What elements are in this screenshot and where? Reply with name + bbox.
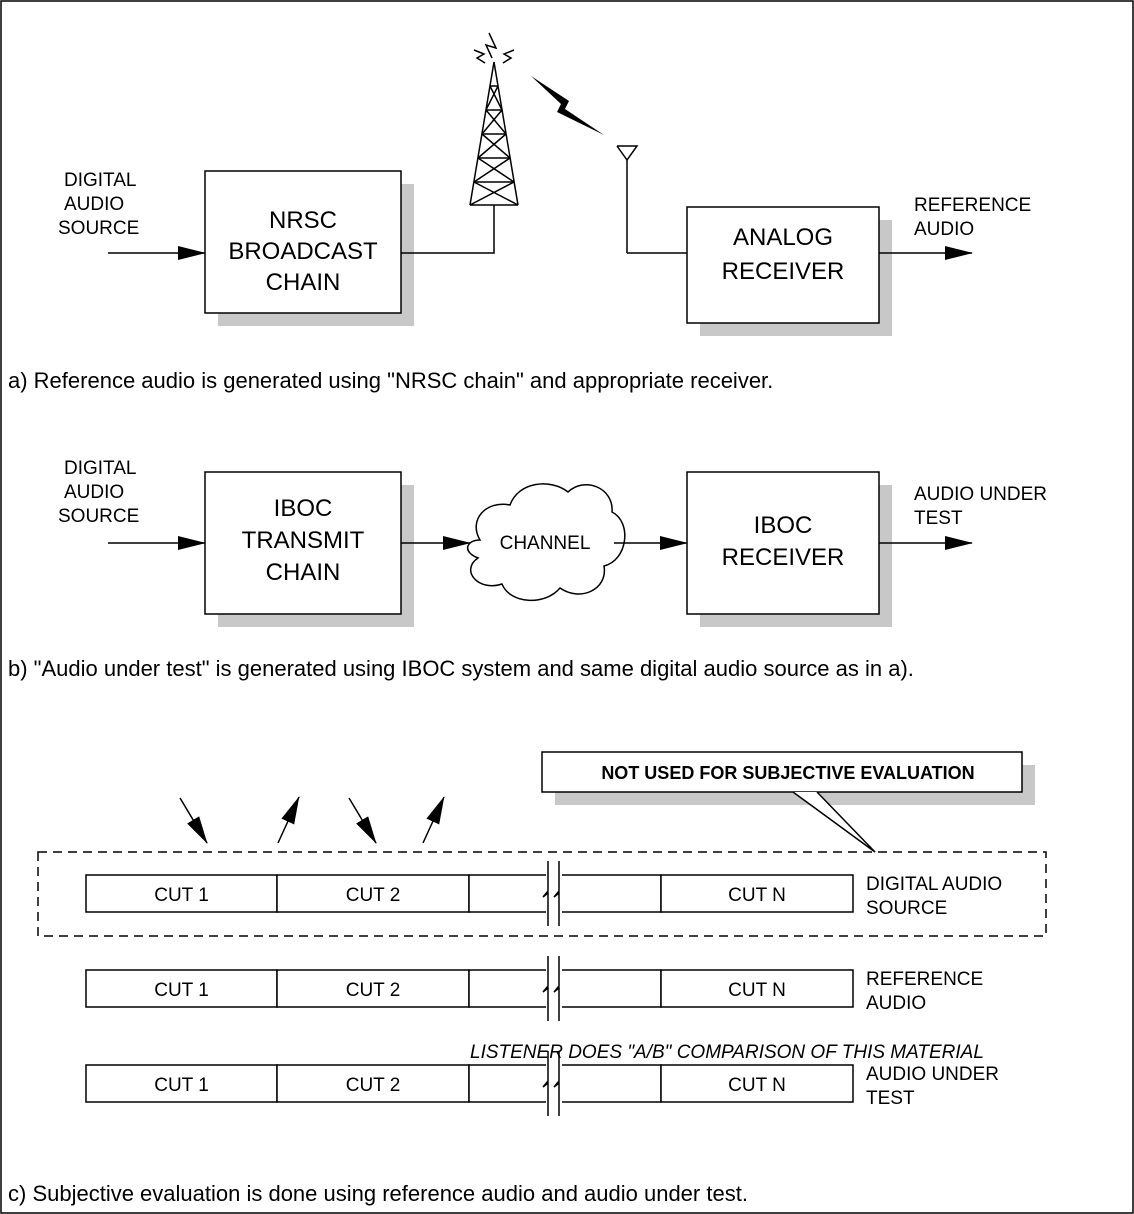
channel-cloud-icon [467, 483, 626, 602]
unused-track-dashed-group [37, 851, 1047, 937]
a-receiver-box [686, 206, 880, 324]
break-marker [542, 956, 560, 1021]
receive-antenna-icon [616, 145, 687, 254]
cut-label: CUT 2 [346, 1075, 401, 1096]
cut-cell [276, 1064, 470, 1103]
track-label: DIGITAL AUDIO [866, 874, 1002, 895]
track-label: TEST [866, 1088, 915, 1109]
transmit-tower-icon [469, 32, 519, 206]
cut-cell [660, 1064, 854, 1103]
cut-cell [85, 969, 278, 1008]
note-callout-text: NOT USED FOR SUBJECTIVE EVALUATION [601, 763, 974, 783]
a-output-label-2: AUDIO [914, 219, 974, 240]
note-callout-pointer [792, 791, 876, 853]
ab-arrow-up-2 [422, 796, 445, 844]
break-gap [546, 956, 562, 1021]
ab-arrow-down-2 [348, 797, 377, 844]
cut-label: CUT N [728, 980, 786, 1001]
b-chain-label-1: IBOC [274, 495, 333, 522]
cut-label: CUT N [728, 885, 786, 906]
b-source-label-1: DIGITAL [64, 458, 137, 479]
break-gap [546, 1051, 562, 1116]
a-source-label-2: AUDIO [64, 194, 124, 215]
track-label: REFERENCE [866, 969, 983, 990]
cut-label: CUT 1 [154, 1075, 209, 1096]
a-source-label-3: SOURCE [58, 218, 139, 239]
cut-label: CUT 1 [154, 885, 209, 906]
break-marker [542, 861, 560, 926]
cut-cell [660, 874, 854, 913]
cut-label: CUT N [728, 1075, 786, 1096]
break-marker [542, 1051, 560, 1116]
a-chain-label-1: NRSC [269, 207, 337, 234]
panel-a: DIGITAL AUDIO SOURCE NRSC BROADCAST CHAI… [8, 32, 1031, 393]
cut-cell [85, 874, 278, 913]
note-callout [541, 751, 1023, 793]
a-chain-box [204, 170, 402, 314]
track-label: AUDIO [866, 993, 926, 1014]
b-chain-label-2: TRANSMIT [242, 527, 365, 554]
panel-c: NOT USED FOR SUBJECTIVE EVALUATION CUT 1… [8, 751, 1047, 1206]
b-output-label-1: AUDIO UNDER [914, 484, 1047, 505]
cut-cell [468, 969, 662, 1008]
b-receiver-label-2: RECEIVER [722, 544, 845, 571]
cut-cell [468, 1064, 662, 1103]
cut-cell [276, 874, 470, 913]
a-caption: a) Reference audio is generated using "N… [8, 368, 773, 393]
cut-cell [85, 1064, 278, 1103]
cut-label: CUT 2 [346, 885, 401, 906]
a-source-label-1: DIGITAL [64, 170, 137, 191]
a-output-label-1: REFERENCE [914, 195, 1031, 216]
panel-b: DIGITAL AUDIO SOURCE IBOC TRANSMIT CHAIN… [8, 458, 1047, 681]
ab-arrow-up-1 [277, 796, 300, 844]
cut-label: CUT 1 [154, 980, 209, 1001]
a-tower-feed-line [401, 205, 495, 254]
radio-link-bolt-icon [531, 76, 604, 135]
b-receiver-label-1: IBOC [754, 512, 813, 539]
channel-label: CHANNEL [500, 533, 591, 554]
b-chain-label-3: CHAIN [266, 559, 341, 586]
b-caption: b) "Audio under test" is generated using… [8, 656, 914, 681]
c-caption: c) Subjective evaluation is done using r… [8, 1181, 748, 1206]
a-receiver-label-2: RECEIVER [722, 258, 845, 285]
b-chain-box [204, 471, 402, 615]
track-label: AUDIO UNDER [866, 1064, 999, 1085]
audio-under-test-track: CUT 1 CUT 2 CUT N AUDIO UNDER TEST [85, 1051, 999, 1116]
comparison-note: LISTENER DOES "A/B" COMPARISON OF THIS M… [470, 1042, 984, 1063]
break-gap [546, 861, 562, 926]
a-chain-label-2: BROADCAST [228, 238, 378, 265]
track-label: SOURCE [866, 898, 947, 919]
b-output-label-2: TEST [914, 508, 963, 529]
cut-label: CUT 2 [346, 980, 401, 1001]
b-source-label-2: AUDIO [64, 482, 124, 503]
reference-audio-track: CUT 1 CUT 2 CUT N REFERENCE AUDIO [85, 956, 983, 1021]
b-source-label-3: SOURCE [58, 506, 139, 527]
digital-audio-source-track: CUT 1 CUT 2 CUT N DIGITAL AUDIO SOURCE [85, 861, 1002, 926]
b-receiver-box [686, 471, 880, 615]
cut-cell [660, 969, 854, 1008]
a-chain-label-3: CHAIN [266, 269, 341, 296]
cut-cell [468, 874, 662, 913]
ab-arrow-down-1 [179, 797, 208, 844]
a-receiver-label-1: ANALOG [733, 224, 833, 251]
